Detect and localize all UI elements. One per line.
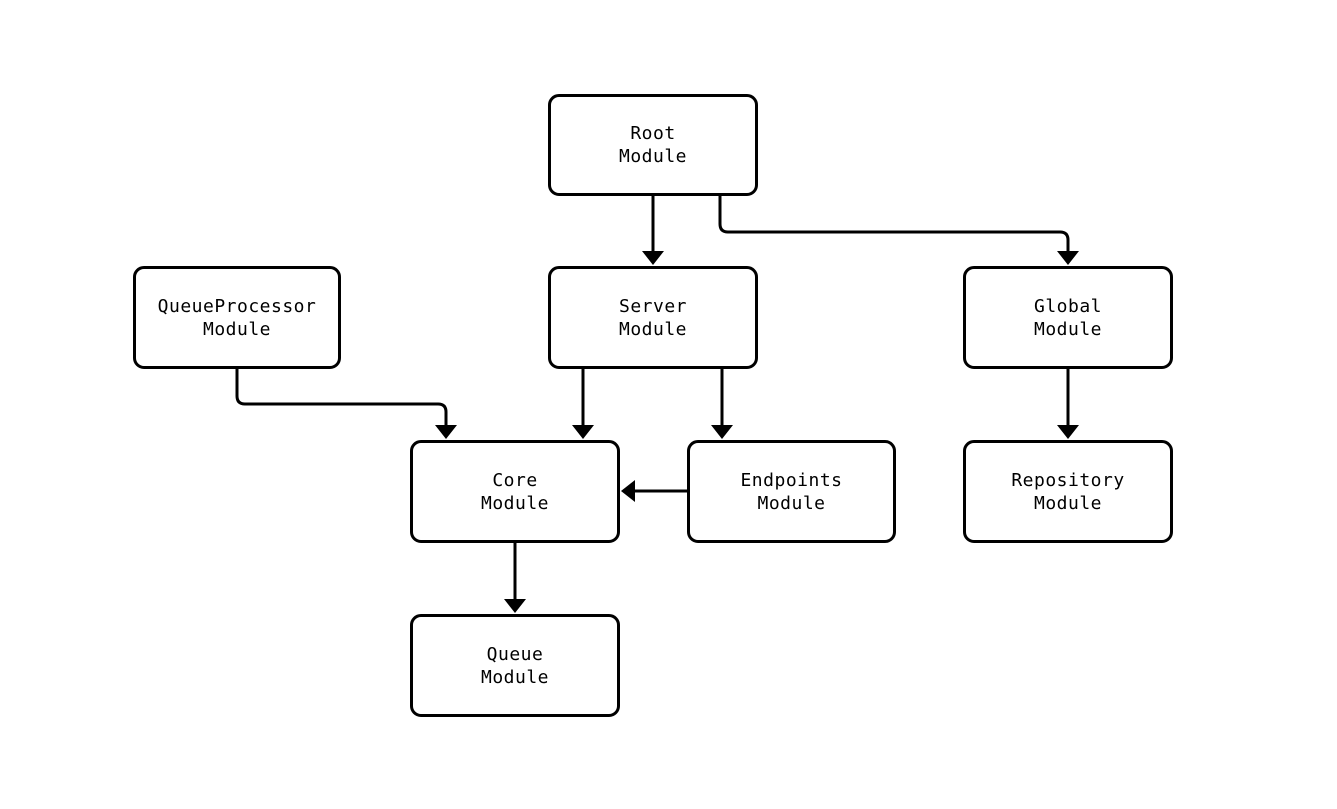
edge-server-to-core	[572, 369, 594, 439]
node-label-secondary: Module	[480, 666, 550, 688]
edge-arrowhead	[642, 251, 664, 265]
edge-arrowhead	[1057, 425, 1079, 439]
edge-line	[235, 369, 448, 427]
node-label-secondary: Module	[480, 492, 550, 514]
node-label-secondary: Module	[618, 318, 688, 340]
edge-arrowhead	[1057, 251, 1079, 265]
edge-arrowhead	[504, 599, 526, 613]
node-label-primary: QueueProcessor	[157, 295, 317, 317]
node-label-primary: Global	[1033, 295, 1103, 317]
edge-arrowhead	[572, 425, 594, 439]
node-label-secondary: Module	[618, 146, 688, 167]
node-label-primary: Root	[630, 123, 676, 144]
node-label-primary: Repository	[1011, 469, 1125, 491]
edge-endpoints-to-core	[621, 480, 687, 502]
edge-server-to-endpoints	[711, 369, 733, 439]
edge-root-to-global	[718, 196, 1079, 265]
node-label-primary: Server	[618, 295, 688, 317]
edge-arrowhead	[435, 425, 457, 439]
edge-root-to-server	[642, 196, 664, 265]
edge-queueprocessor-to-core	[235, 369, 457, 439]
node-label-secondary: Module	[757, 492, 826, 514]
node-label-secondary: Module	[202, 318, 272, 340]
node-label-primary: Queue	[486, 643, 544, 665]
node-label-primary: Endpoints	[740, 469, 843, 491]
edge-global-to-repository	[1057, 369, 1079, 439]
edge-line	[718, 196, 1070, 253]
edge-arrowhead	[711, 425, 733, 439]
node-label-secondary: Module	[1033, 492, 1103, 514]
node-label-primary: Core	[492, 469, 538, 491]
node-label-secondary: Module	[1033, 318, 1103, 340]
edge-arrowhead	[621, 480, 635, 502]
edge-core-to-queue	[504, 543, 526, 613]
